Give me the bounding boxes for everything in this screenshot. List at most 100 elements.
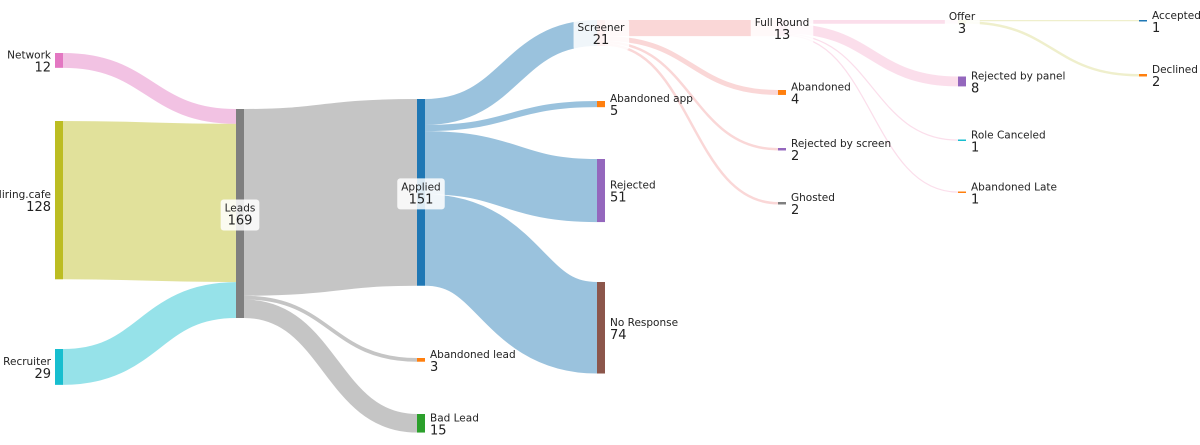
label-background-offer xyxy=(944,7,980,39)
node-declined[interactable] xyxy=(1139,74,1147,77)
label-name-abandoned_lead: Abandoned lead xyxy=(430,349,516,361)
node-accepted[interactable] xyxy=(1139,20,1147,22)
label-value-screener: 21 xyxy=(593,33,610,48)
label-name-leads: Leads xyxy=(225,203,256,215)
label-name-abandoned_app: Abandoned app xyxy=(610,93,693,105)
label-value-rejected_panel: 8 xyxy=(971,81,979,96)
label-name-accepted: Accepted xyxy=(1152,10,1200,22)
node-ghosted[interactable] xyxy=(778,202,786,205)
label-name-rejected_panel: Rejected by panel xyxy=(971,70,1065,82)
label-value-network: 12 xyxy=(34,60,51,75)
label-value-recruiter: 29 xyxy=(34,367,51,382)
label-background-full_round xyxy=(750,14,814,46)
label-value-rejected: 51 xyxy=(610,191,627,206)
label-name-abandoned_late: Abandoned Late xyxy=(971,181,1057,193)
label-name-recruiter: Recruiter xyxy=(3,356,52,368)
label-name-offer: Offer xyxy=(949,11,976,23)
label-value-declined: 2 xyxy=(1152,75,1160,90)
label-name-declined: Declined xyxy=(1152,64,1198,76)
label-value-abandoned: 4 xyxy=(791,92,799,107)
label-value-bad_lead: 15 xyxy=(430,423,447,438)
label-value-hiring: 128 xyxy=(26,200,51,215)
label-value-leads: 169 xyxy=(228,214,253,229)
label-name-hiring: Hiring.cafe xyxy=(0,189,51,201)
node-abandoned_late[interactable] xyxy=(958,191,966,194)
label-name-rejected: Rejected xyxy=(610,180,656,192)
node-abandoned[interactable] xyxy=(778,90,786,95)
node-recruiter[interactable] xyxy=(55,349,63,385)
link-leads-to-applied[interactable] xyxy=(243,99,418,296)
label-background-applied xyxy=(397,178,445,210)
label-name-no_response: No Response xyxy=(610,317,678,329)
node-no_response[interactable] xyxy=(597,282,605,374)
link-full_round-to-rejected_panel[interactable] xyxy=(785,23,959,87)
node-bad_lead[interactable] xyxy=(417,414,425,433)
node-abandoned_app[interactable] xyxy=(597,101,605,108)
label-value-offer: 3 xyxy=(958,22,966,37)
node-network[interactable] xyxy=(55,53,63,68)
link-leads-to-bad_lead[interactable] xyxy=(243,299,418,433)
label-value-applied: 151 xyxy=(409,192,434,207)
label-name-abandoned: Abandoned xyxy=(791,81,851,93)
link-offer-to-declined[interactable] xyxy=(965,21,1140,77)
label-value-abandoned_lead: 3 xyxy=(430,360,438,375)
link-screener-to-abandoned[interactable] xyxy=(604,36,779,95)
label-name-rejected_screen: Rejected by screen xyxy=(791,138,891,150)
label-name-network: Network xyxy=(7,49,52,61)
node-role_canceled[interactable] xyxy=(958,139,966,142)
sankey-links xyxy=(62,19,1140,433)
label-name-bad_lead: Bad Lead xyxy=(430,412,479,424)
sankey-labels: Network12Hiring.cafe128Recruiter29Leads1… xyxy=(0,7,1200,438)
link-applied-to-no_response[interactable] xyxy=(422,194,600,374)
label-name-ghosted: Ghosted xyxy=(791,192,835,204)
label-background-screener xyxy=(573,18,630,50)
label-name-role_canceled: Role Canceled xyxy=(971,129,1046,141)
link-recruiter-to-leads[interactable] xyxy=(62,282,237,385)
node-rejected_screen[interactable] xyxy=(778,148,786,151)
label-value-role_canceled: 1 xyxy=(971,140,979,155)
link-applied-to-screener[interactable] xyxy=(424,20,598,125)
label-name-applied: Applied xyxy=(401,181,440,193)
label-background-leads xyxy=(220,199,260,231)
node-rejected[interactable] xyxy=(597,159,605,223)
link-full_round-to-abandoned_late[interactable] xyxy=(785,34,959,193)
link-applied-to-abandoned_app[interactable] xyxy=(424,101,598,132)
link-network-to-leads[interactable] xyxy=(62,53,237,124)
node-hiring[interactable] xyxy=(55,121,63,280)
label-value-abandoned_app: 5 xyxy=(610,104,618,119)
link-hiring-to-leads[interactable] xyxy=(62,121,237,283)
label-name-full_round: Full Round xyxy=(755,17,810,29)
link-screener-to-rejected_screen[interactable] xyxy=(604,41,779,151)
label-value-full_round: 13 xyxy=(774,28,791,43)
link-leads-to-abandoned_lead[interactable] xyxy=(243,295,418,362)
link-full_round-to-role_canceled[interactable] xyxy=(785,33,959,141)
node-rejected_panel[interactable] xyxy=(958,76,966,87)
link-applied-to-rejected[interactable] xyxy=(424,131,598,223)
node-abandoned_lead[interactable] xyxy=(417,358,425,362)
label-value-abandoned_late: 1 xyxy=(971,192,979,207)
link-screener-to-ghosted[interactable] xyxy=(604,43,779,205)
label-value-rejected_screen: 2 xyxy=(791,149,799,164)
label-value-no_response: 74 xyxy=(610,328,627,343)
